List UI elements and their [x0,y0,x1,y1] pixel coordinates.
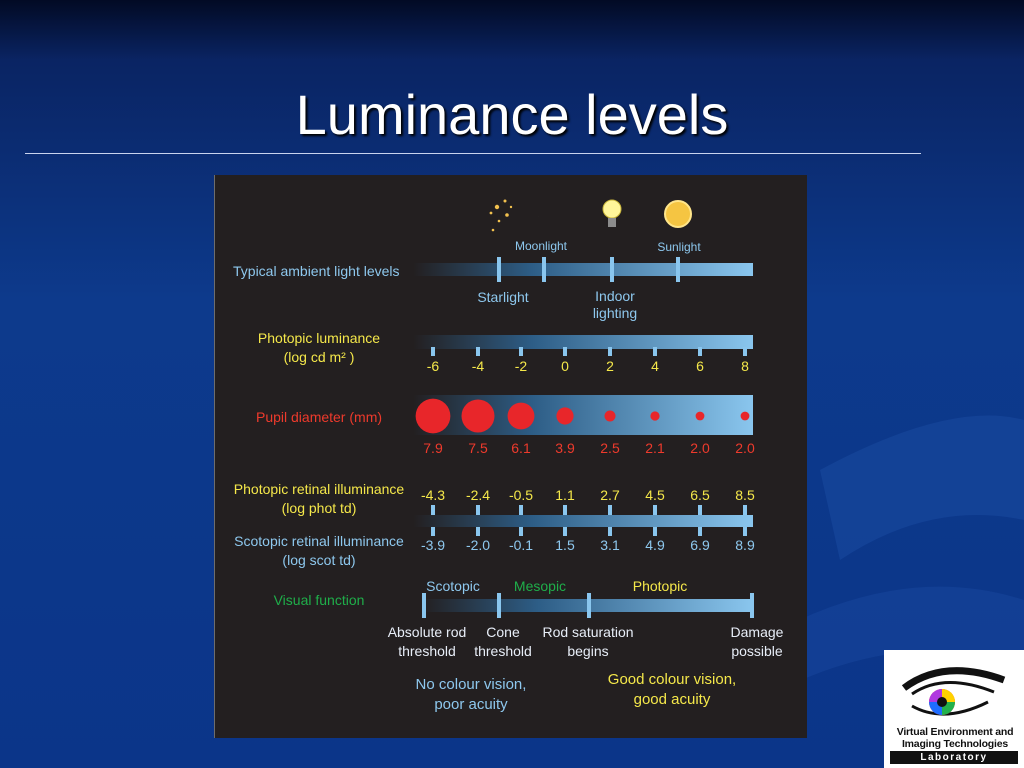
visual-function-label: Visual function [274,592,365,608]
ambient-label: Typical ambient light levels [233,263,400,279]
luminance-tick-label: 6 [696,358,704,374]
title-divider [25,153,921,154]
good-colour-vision-note: Good colour vision,good acuity [608,671,736,708]
scotopic-retinal-value: 3.1 [600,537,620,553]
zone-scotopic-label: Scotopic [426,578,480,594]
no-colour-vision-note: No colour vision,poor acuity [416,676,527,713]
moonlight-label: Moonlight [515,239,568,253]
zone-mesopic-label: Mesopic [514,578,566,594]
scotopic-retinal-value: -3.9 [421,537,445,553]
photopic-retinal-value: 6.5 [690,487,710,503]
stars-icon [505,213,509,217]
pupil-dot [604,410,616,422]
moon-icon [537,197,557,226]
photopic-retinal-value: 8.5 [735,487,755,503]
light-bulb-icon [602,199,622,219]
scotopic-retinal-value: -0.1 [509,537,533,553]
luminance-tick-label: -2 [515,358,528,374]
pupil-value: 7.9 [423,440,443,456]
stars-icon [503,199,507,203]
scotopic-retinal-value: 4.9 [645,537,665,553]
luminance-tick-label: 4 [651,358,659,374]
stars-icon [509,205,513,209]
scotopic-retinal-value: 1.5 [555,537,575,553]
pupil-dot [695,411,705,421]
retinal-bar [413,515,753,527]
pupil-value: 2.5 [600,440,620,456]
light-bulb-icon [608,218,616,227]
pupil-value: 3.9 [555,440,575,456]
luminance-tick-label: -4 [472,358,485,374]
luminance-tick-label: -6 [427,358,440,374]
luminance-figure: Typical ambient light levels Moonlight Sun… [214,175,807,738]
photopic-retinal-value: 2.7 [600,487,620,503]
photopic-retinal-value: -4.3 [421,487,445,503]
photopic-retinal-label: Photopic retinal illuminance(log phot td… [234,481,405,516]
luminance-tick-label: 0 [561,358,569,374]
stars-icon [494,204,500,210]
photopic-retinal-value: 1.1 [555,487,575,503]
luminance-tick-label: 8 [741,358,749,374]
pupil-dot [461,399,495,433]
pupil-value: 7.5 [468,440,488,456]
zone-photopic-label: Photopic [633,578,687,594]
scotopic-retinal-value: 6.9 [690,537,710,553]
photopic-retinal-value: 4.5 [645,487,665,503]
pupil-dot [415,398,451,434]
photopic-retinal-value: -2.4 [466,487,490,503]
vr-lab-logo: Virtual Environment and Imaging Technolo… [884,650,1024,768]
sun-icon [664,200,692,228]
pupil-value: 6.1 [511,440,531,456]
photopic-luminance-bar [413,335,753,349]
ambient-bar [413,263,753,276]
scotopic-retinal-value: -2.0 [466,537,490,553]
photopic-luminance-label: Photopic luminance(log cd m² ) [258,330,380,365]
starlight-label: Starlight [477,289,528,305]
pupil-label: Pupil diameter (mm) [256,409,382,425]
stars-icon [497,219,501,223]
pupil-dot [507,402,535,430]
scotopic-retinal-value: 8.9 [735,537,755,553]
slide-title: Luminance levels [295,83,729,146]
pupil-value: 2.1 [645,440,665,456]
luminance-tick-label: 2 [606,358,614,374]
pupil-dot [556,407,574,425]
sunlight-label: Sunlight [657,240,701,254]
pupil-value: 2.0 [735,440,755,456]
eye-logo-icon [901,667,1006,716]
logo-lab-banner: Laboratory [890,751,1018,764]
pupil-dot [740,411,750,421]
scotopic-retinal-label: Scotopic retinal illuminance(log scot td… [234,533,404,568]
pupil-dot [650,411,660,421]
stars-icon [491,228,495,232]
stars-icon [489,211,493,215]
pupil-value: 2.0 [690,440,710,456]
photopic-retinal-value: -0.5 [509,487,533,503]
logo-text: Virtual Environment and Imaging Technolo… [896,726,1014,750]
